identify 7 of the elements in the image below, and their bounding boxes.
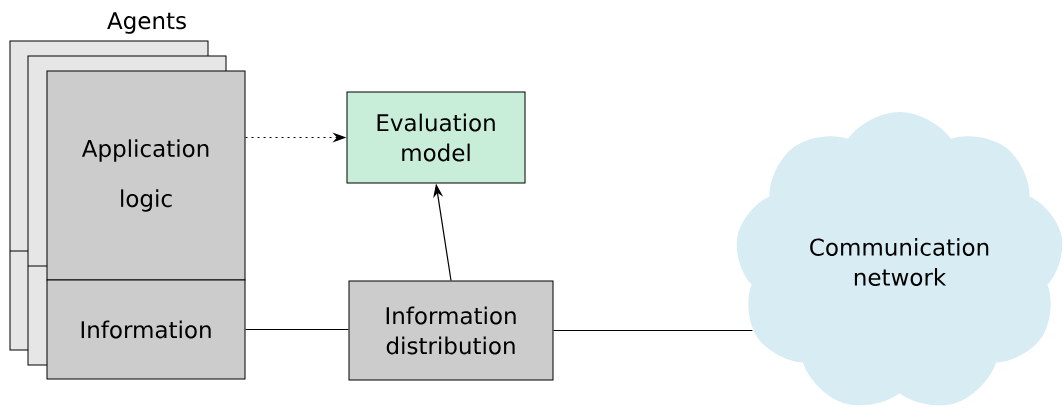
process-box: Information distribution bbox=[348, 280, 554, 381]
cloud: Communication network bbox=[736, 112, 1063, 406]
process-box: Information bbox=[46, 279, 246, 380]
connector-line bbox=[244, 328, 350, 331]
heading-label: Agents bbox=[107, 12, 186, 34]
connector-line bbox=[552, 329, 753, 332]
process-box: Evaluation model bbox=[346, 91, 526, 184]
